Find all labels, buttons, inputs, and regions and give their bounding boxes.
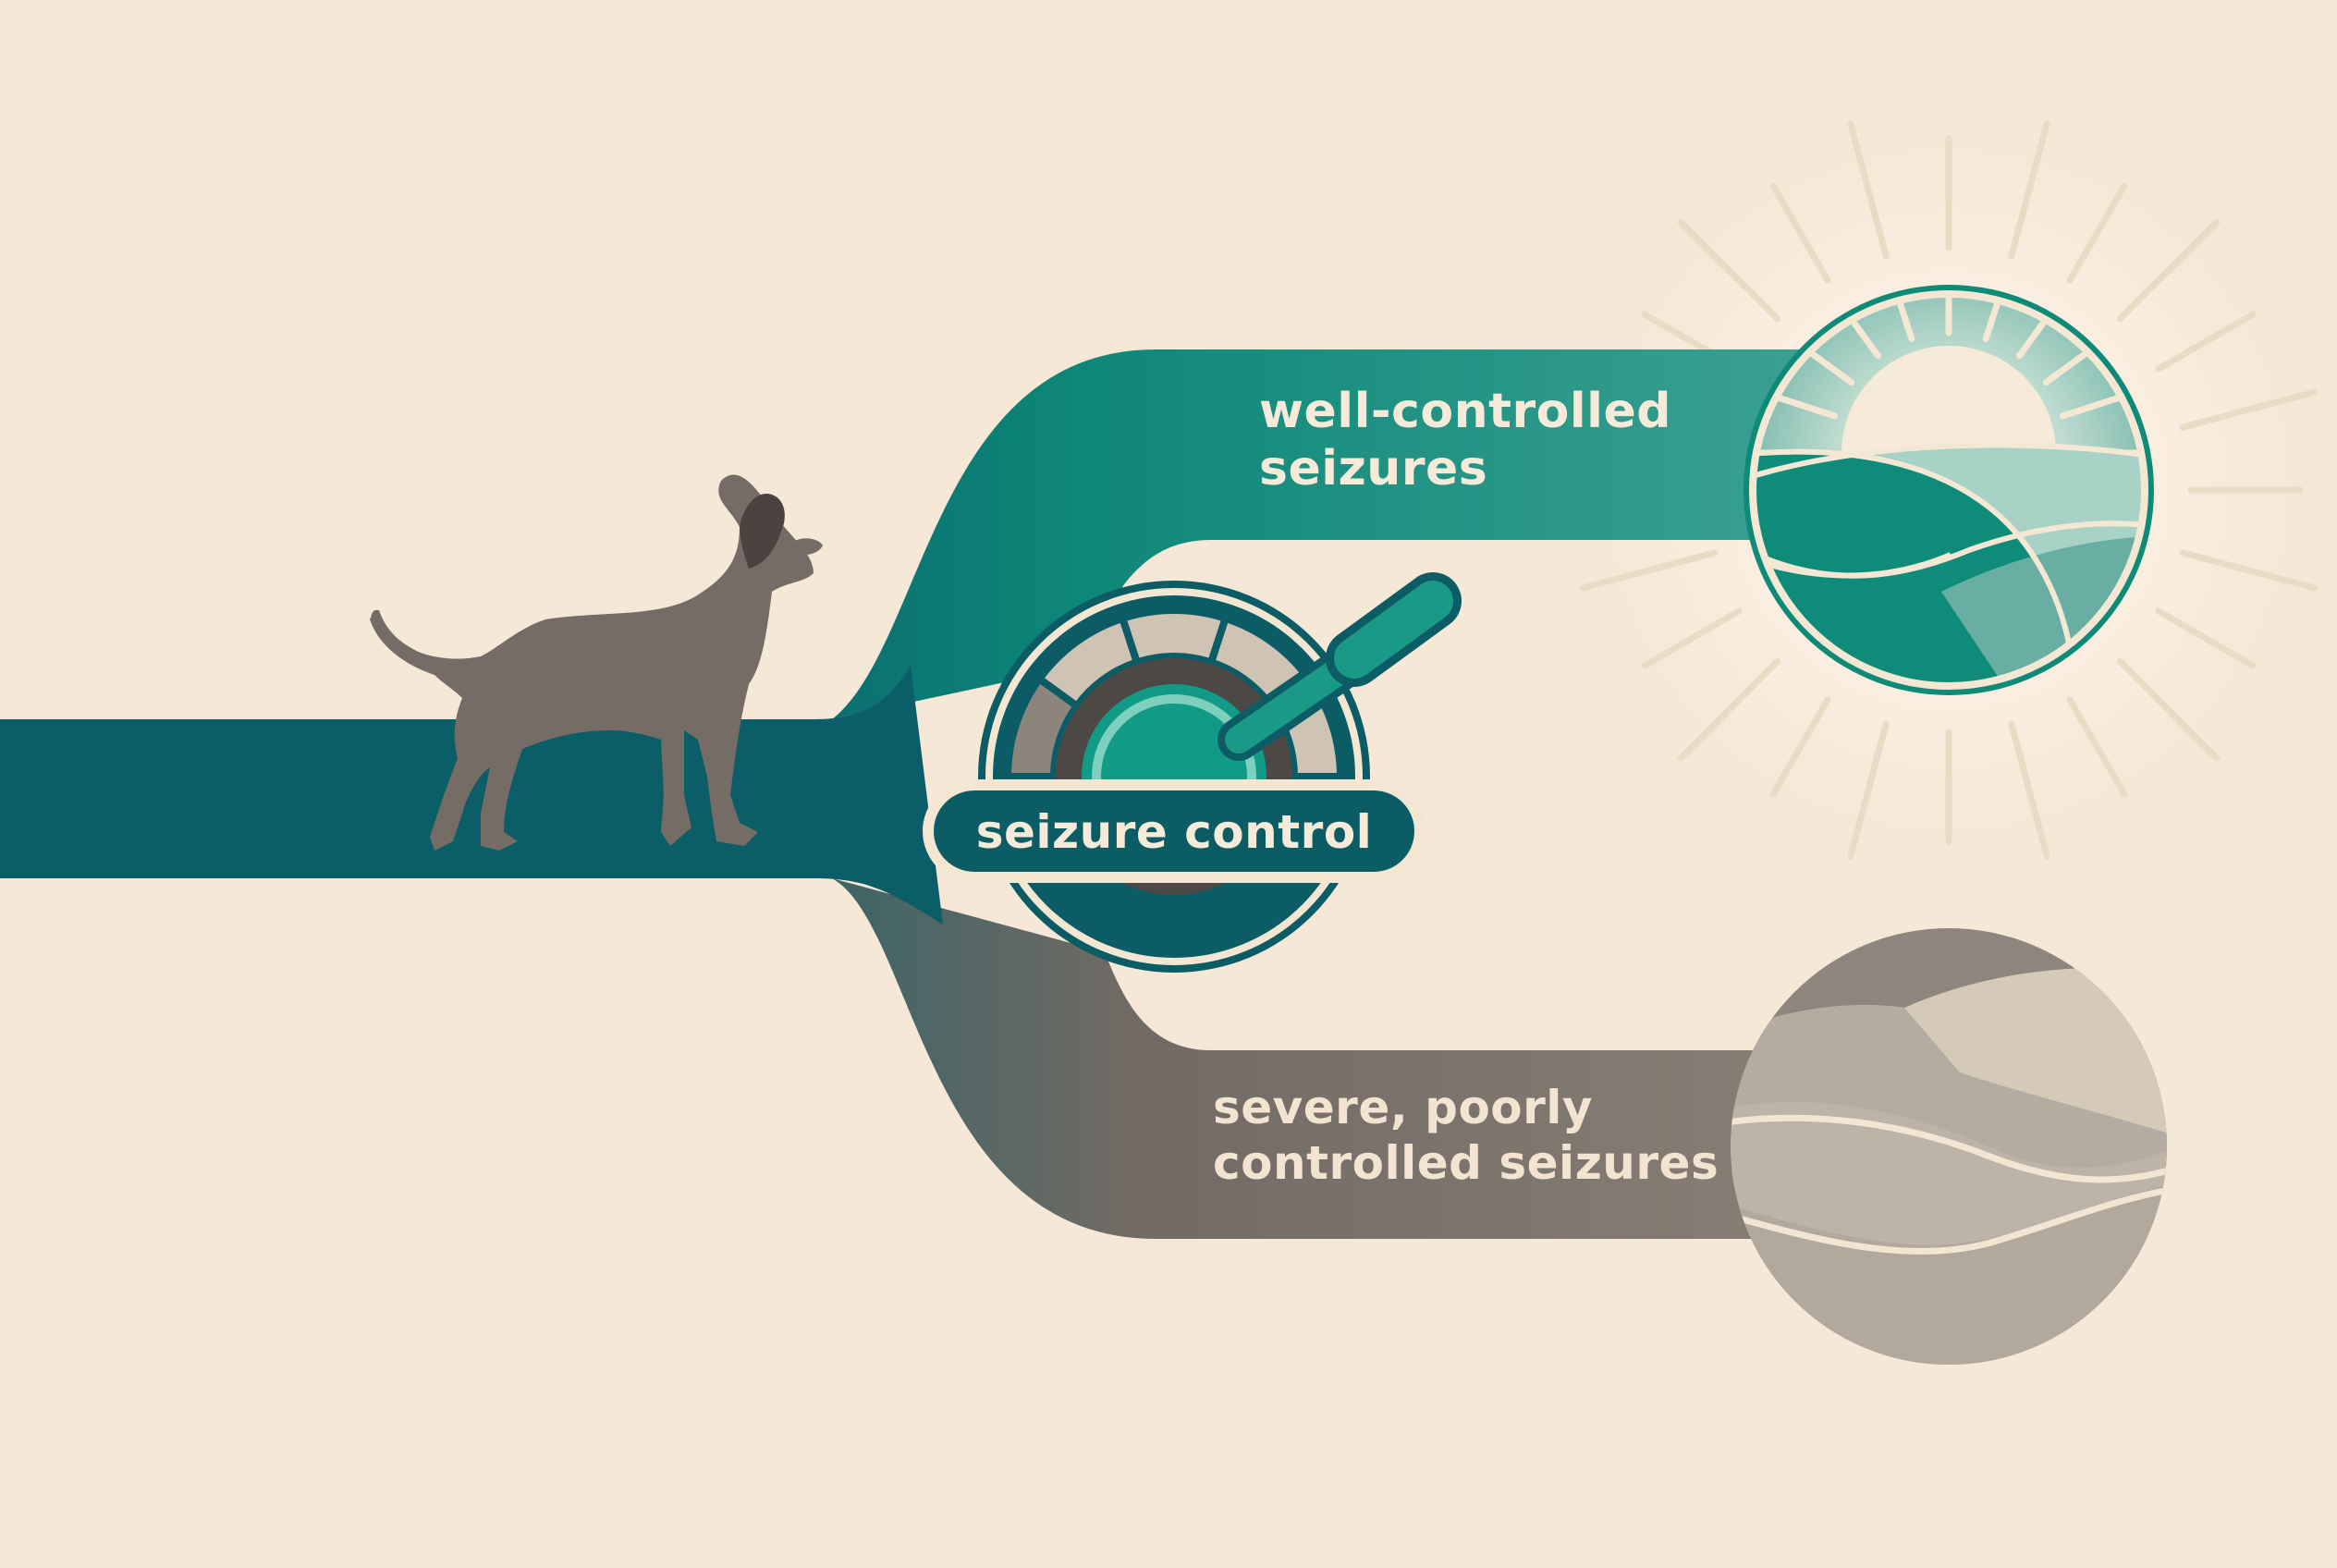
sun-ray <box>1847 720 1890 860</box>
sun-ray <box>1641 607 1743 669</box>
sun-ray <box>2179 388 2319 431</box>
poorly-controlled-label-line1: severe, poorly <box>1213 1081 1594 1134</box>
sun-ray <box>2066 182 2128 284</box>
dial-lever-icon <box>923 572 1462 973</box>
sunrise-landscape-icon <box>1744 285 2154 695</box>
poorly-controlled-label: severe, poorly controlled seizures <box>1213 1080 1719 1191</box>
sun-ray <box>1579 549 1719 592</box>
sun-ray <box>1769 182 1831 284</box>
sun-ray <box>2155 607 2257 669</box>
sun-ray <box>2066 696 2128 798</box>
sun-ray <box>1769 696 1831 798</box>
sun-ray <box>2008 720 2050 860</box>
sun-ray <box>1677 657 1781 762</box>
well-controlled-label: well-controlled seizures <box>1259 383 1671 498</box>
sun-ray <box>2155 311 2257 373</box>
dog-icon <box>370 474 823 851</box>
sun-ray <box>1847 120 1890 260</box>
sun-ray <box>2116 657 2221 762</box>
seizure-control-label: seizure control <box>975 805 1373 859</box>
poorly-controlled-label-line2: controlled seizures <box>1213 1136 1719 1190</box>
sun-ray <box>2008 120 2050 260</box>
well-controlled-label-line2: seizures <box>1259 441 1488 497</box>
well-controlled-label-line1: well-controlled <box>1259 384 1671 439</box>
sun-ray <box>1677 218 1781 323</box>
sun-ray <box>2116 218 2221 323</box>
cloudy-landscape-icon <box>1731 928 2167 1365</box>
poorly-controlled-path <box>832 878 1812 1239</box>
sun-ray <box>2179 549 2319 592</box>
